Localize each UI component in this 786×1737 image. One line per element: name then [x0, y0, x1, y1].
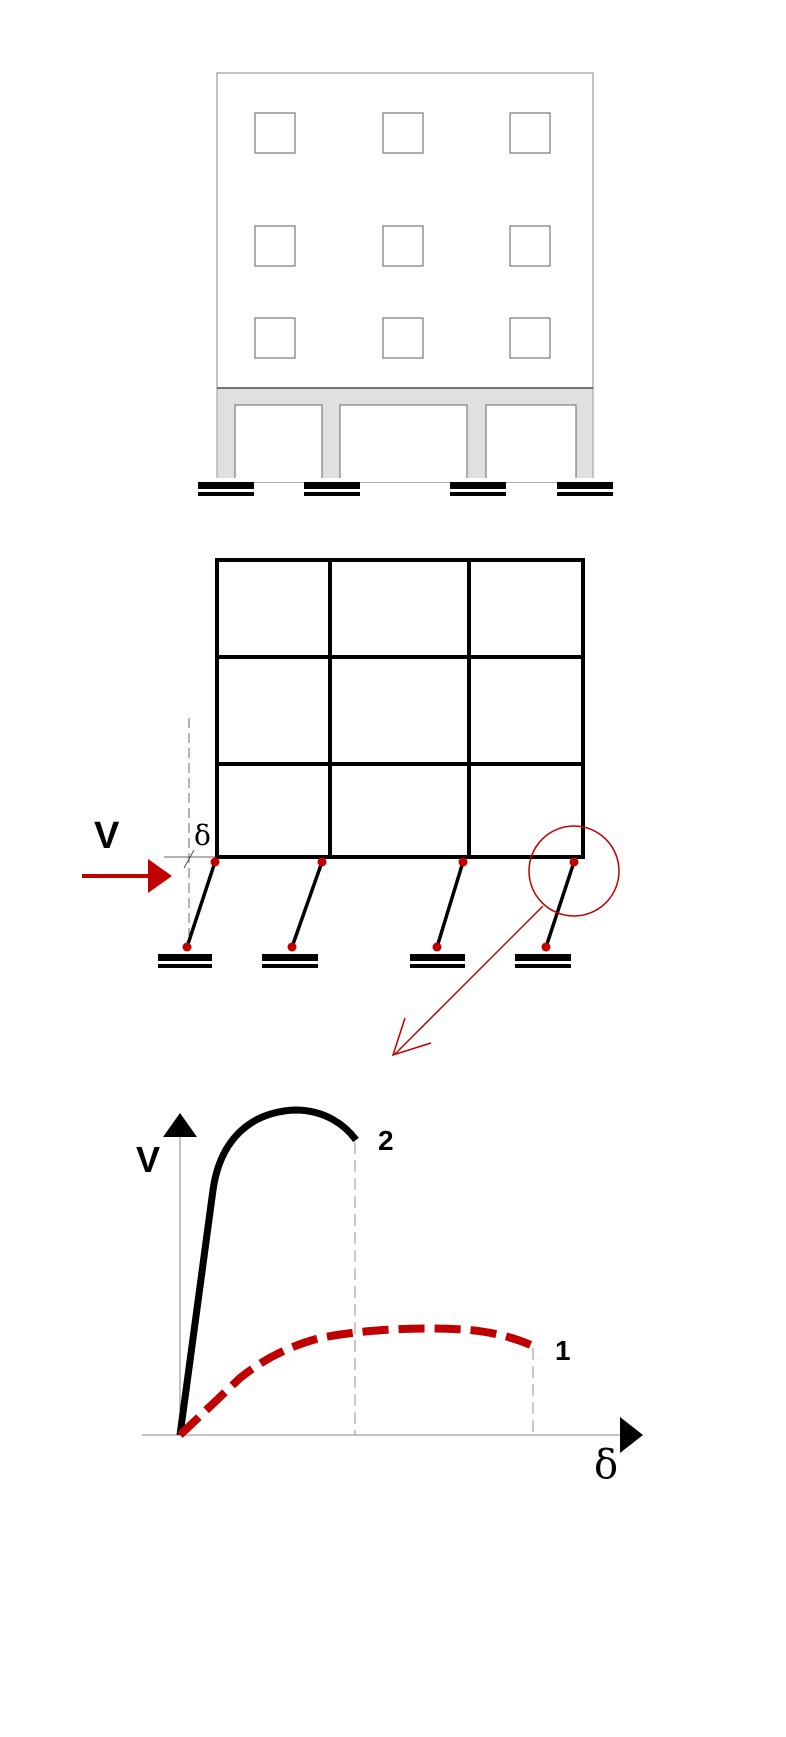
force-label: V	[94, 815, 120, 857]
x-axis-arrow-icon	[620, 1417, 643, 1453]
curve-stiff	[176, 1106, 359, 1436]
frame-model: V δ	[82, 558, 620, 1057]
windows	[254, 112, 551, 359]
curve-soft	[177, 1324, 535, 1438]
plastic-hinges	[182, 857, 579, 952]
curve-label-1: 1	[555, 1335, 571, 1366]
force-arrow	[82, 859, 172, 893]
curve-label-2: 2	[378, 1125, 394, 1156]
y-axis-arrow-icon	[163, 1113, 197, 1137]
y-axis-label: V	[136, 1139, 160, 1180]
force-displacement-graph: V δ 2 1	[136, 1106, 643, 1488]
footings-top	[198, 482, 613, 496]
footings-frame	[158, 954, 571, 968]
detail-circle	[528, 825, 620, 917]
detail-arrow	[394, 905, 544, 1055]
soft-story-base	[200, 387, 600, 483]
building-elevation	[198, 72, 613, 496]
drift-label: δ	[194, 819, 211, 852]
x-axis-label: δ	[594, 1442, 618, 1488]
tilted-columns	[185, 861, 576, 948]
